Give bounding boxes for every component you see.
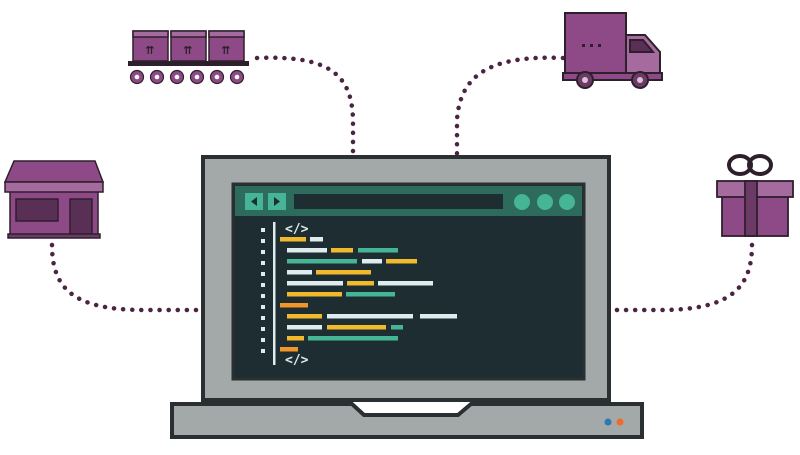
connector-truck	[454, 55, 566, 158]
arrow-right-icon[interactable]	[268, 193, 286, 210]
code-open-tag: </>	[285, 222, 309, 237]
arrow-left-icon[interactable]	[245, 193, 263, 210]
address-bar[interactable]	[294, 194, 503, 209]
gear-icons	[129, 69, 245, 85]
svg-text:⇈: ⇈	[221, 44, 230, 57]
svg-text:⇈: ⇈	[145, 44, 154, 57]
connector-factory	[254, 55, 356, 158]
power-led-orange	[616, 418, 624, 426]
window-button-1[interactable]	[514, 194, 530, 210]
line-gutter	[261, 228, 265, 353]
connector-store	[49, 242, 203, 313]
laptop-base	[170, 402, 644, 439]
delivery-truck-icon	[562, 12, 663, 89]
window-button-3[interactable]	[559, 194, 575, 210]
connector-gift	[609, 242, 755, 313]
code-lines	[280, 237, 457, 352]
power-led-blue	[604, 418, 612, 426]
gift-box-icon	[716, 154, 794, 237]
storefront-icon	[3, 160, 105, 239]
conveyor-boxes-icon: ⇈ ⇈ ⇈	[128, 30, 249, 85]
laptop: </> </>	[170, 155, 644, 439]
code-close-tag: </>	[285, 353, 309, 368]
connector-lines	[49, 55, 755, 313]
window-button-2[interactable]	[537, 194, 553, 210]
gutter-divider	[273, 222, 276, 365]
svg-text:⇈: ⇈	[183, 44, 192, 57]
